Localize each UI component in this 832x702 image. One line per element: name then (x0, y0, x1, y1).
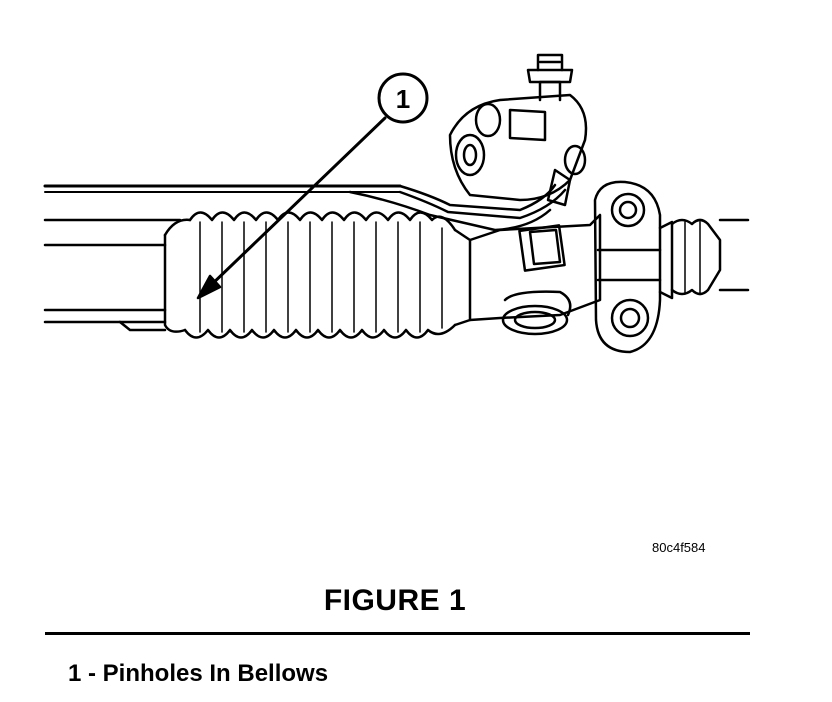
mounting-bracket (593, 180, 662, 354)
rack-housing (43, 184, 402, 332)
divider-rule (45, 632, 750, 635)
bellows-boot (163, 211, 472, 339)
valve-body (448, 53, 588, 207)
figure-title: FIGURE 1 (323, 584, 467, 617)
callout-leader-arrow (196, 116, 387, 300)
callout-number: 1 (396, 84, 410, 114)
figure-reference-code: 80c4f584 (652, 540, 706, 555)
legend-item: 1 - Pinholes In Bellows (68, 660, 329, 687)
right-boot (658, 218, 750, 300)
gear-housing (468, 213, 602, 336)
steering-gear-illustration: 1 (43, 53, 750, 354)
callout-marker-1: 1 (377, 72, 429, 124)
